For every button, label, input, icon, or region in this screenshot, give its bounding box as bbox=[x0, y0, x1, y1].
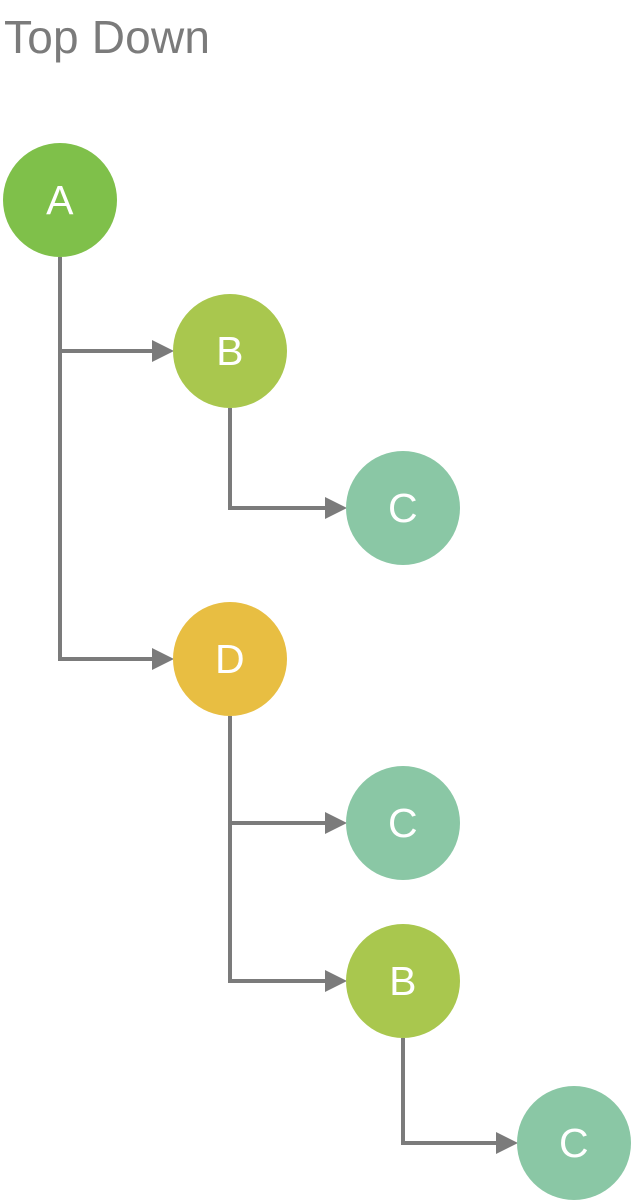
node-label: B bbox=[389, 957, 417, 1004]
arrowhead-icon bbox=[325, 497, 347, 519]
node-label: C bbox=[387, 484, 419, 531]
edge-line bbox=[401, 1038, 496, 1145]
node-label: B bbox=[216, 327, 244, 374]
edge-b2-c3 bbox=[401, 1038, 518, 1154]
graph-node-b2[interactable]: B bbox=[346, 924, 460, 1038]
node-label: C bbox=[558, 1119, 590, 1166]
arrowhead-icon bbox=[496, 1132, 518, 1154]
graph-node-b1[interactable]: B bbox=[173, 294, 287, 408]
edge-d-b2 bbox=[228, 716, 347, 992]
edge-a-d bbox=[58, 257, 174, 670]
edge-line bbox=[228, 716, 325, 983]
page-title: Top Down bbox=[4, 11, 211, 63]
edge-b1-c1 bbox=[228, 408, 347, 519]
node-label: A bbox=[46, 176, 74, 223]
graph-node-c3[interactable]: C bbox=[517, 1086, 631, 1200]
arrowhead-icon bbox=[325, 970, 347, 992]
node-label: C bbox=[387, 799, 419, 846]
arrowhead-icon bbox=[325, 812, 347, 834]
edge-line bbox=[228, 408, 325, 510]
graph-node-c1[interactable]: C bbox=[346, 451, 460, 565]
arrowhead-icon bbox=[152, 648, 174, 670]
graph-node-a[interactable]: A bbox=[3, 143, 117, 257]
node-label: D bbox=[214, 635, 246, 682]
graph-node-d[interactable]: D bbox=[173, 602, 287, 716]
graph-node-c2[interactable]: C bbox=[346, 766, 460, 880]
edge-line bbox=[58, 257, 152, 661]
arrowhead-icon bbox=[152, 340, 174, 362]
